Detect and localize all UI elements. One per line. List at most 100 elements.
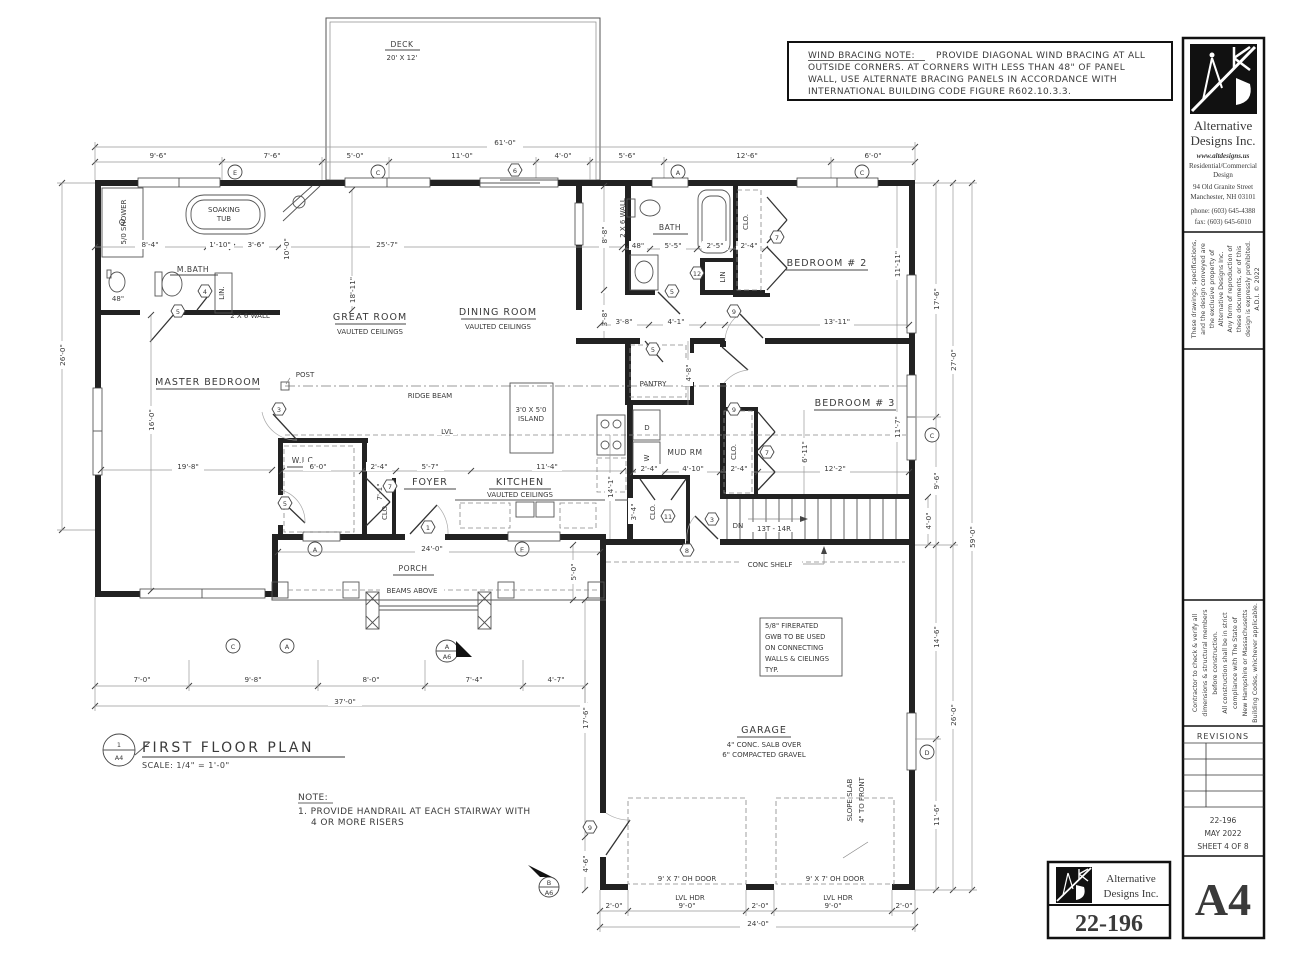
svg-text:LIN.: LIN. — [218, 286, 226, 299]
svg-text:PROVIDE DIAGONAL WIND BRACING: PROVIDE DIAGONAL WIND BRACING AT ALL — [936, 51, 1145, 61]
svg-text:Contractor to check & verify a: Contractor to check & verify all — [1192, 614, 1199, 713]
footer-logo — [1056, 867, 1092, 903]
svg-text:All construction shall be in s: All construction shall be in strict — [1222, 612, 1229, 714]
svg-text:11'-4": 11'-4" — [536, 462, 558, 471]
markers-top: E C 6 A C — [227, 163, 870, 180]
svg-text:2'-4": 2'-4" — [370, 462, 387, 471]
svg-text:18'-11": 18'-11" — [348, 277, 357, 303]
svg-text:2'-4": 2'-4" — [640, 464, 657, 473]
svg-text:4'-8": 4'-8" — [684, 364, 693, 381]
svg-text:9'-6": 9'-6" — [932, 472, 941, 489]
svg-text:4'-7": 4'-7" — [547, 675, 564, 684]
svg-text:4'-10": 4'-10" — [682, 464, 704, 473]
svg-text:DINING ROOM: DINING ROOM — [459, 307, 537, 318]
svg-text:6'-11": 6'-11" — [800, 441, 809, 463]
svg-text:12'-6": 12'-6" — [736, 151, 758, 160]
svg-text:17'-6": 17'-6" — [932, 288, 941, 310]
svg-text:3'-8": 3'-8" — [615, 317, 632, 326]
svg-text:M.BATH: M.BATH — [177, 265, 209, 274]
svg-text:9: 9 — [732, 406, 736, 414]
section-marker-a: A A6 — [435, 639, 472, 663]
svg-text:3'-6": 3'-6" — [247, 240, 264, 249]
svg-text:37'-0": 37'-0" — [334, 697, 356, 706]
svg-text:www.altdesigns.us: www.altdesigns.us — [1197, 152, 1250, 160]
svg-text:GREAT ROOM: GREAT ROOM — [333, 312, 407, 323]
svg-text:4'-0": 4'-0" — [924, 512, 933, 529]
dim-left: 26'-0" — [57, 179, 95, 534]
svg-text:4" CONC. SALB OVER: 4" CONC. SALB OVER — [727, 741, 802, 749]
dim-garage: 2'-0" 9'-0" 2'-0" 9'-0" 2'-0" 24'-0" — [596, 890, 919, 932]
svg-text:6: 6 — [513, 167, 517, 175]
svg-text:9'-8": 9'-8" — [244, 675, 261, 684]
svg-text:VAULTED CEILINGS: VAULTED CEILINGS — [465, 323, 532, 331]
revisions-label: REVISIONS — [1197, 732, 1249, 741]
svg-text:7'-0": 7'-0" — [133, 675, 150, 684]
svg-text:5/8" FIRERATED: 5/8" FIRERATED — [765, 622, 818, 630]
svg-text:dimensions & structural member: dimensions & structural members — [1202, 609, 1209, 716]
svg-text:A.D.I. © 2022: A.D.I. © 2022 — [1253, 267, 1261, 310]
svg-text:CLO.: CLO. — [730, 444, 738, 460]
dim-bottom: 7'-0" 9'-8" 8'-0" 7'-4" 4'-7" 37'-0" C A… — [91, 596, 590, 894]
deck-label: DECK — [391, 40, 414, 49]
great-dining: GREAT ROOM VAULTED CEILINGS DINING ROOM … — [280, 185, 909, 454]
svg-text:GARAGE: GARAGE — [741, 725, 787, 736]
svg-text:9' X 7' OH DOOR: 9' X 7' OH DOOR — [806, 875, 865, 883]
svg-text:W: W — [643, 454, 651, 461]
svg-text:1'-10": 1'-10" — [209, 240, 231, 249]
svg-text:A: A — [445, 643, 450, 651]
svg-text:5: 5 — [176, 308, 180, 316]
svg-text:Designs Inc.: Designs Inc. — [1104, 888, 1159, 900]
svg-text:BEDROOM # 2: BEDROOM # 2 — [787, 258, 868, 269]
markers-bottom: A E 24'-0" — [274, 541, 604, 557]
svg-text:C: C — [231, 643, 236, 651]
svg-text:5'-5": 5'-5" — [664, 241, 681, 250]
svg-text:2'-4": 2'-4" — [730, 464, 747, 473]
svg-text:CLO.: CLO. — [381, 504, 389, 520]
svg-text:11'-11": 11'-11" — [893, 251, 902, 277]
svg-text:6'-0": 6'-0" — [864, 151, 881, 160]
stairs: DN 13T - 14R 4'-0" — [726, 493, 933, 549]
svg-text:2'-4": 2'-4" — [740, 241, 757, 250]
svg-text:A: A — [313, 546, 318, 554]
svg-text:3'-4": 3'-4" — [629, 503, 638, 520]
svg-text:5: 5 — [283, 500, 287, 508]
svg-text:A4: A4 — [115, 754, 124, 762]
svg-text:SOAKING: SOAKING — [208, 206, 240, 214]
svg-text:Designs Inc.: Designs Inc. — [1191, 133, 1256, 148]
svg-text:Design: Design — [1213, 171, 1233, 179]
svg-text:13'-11": 13'-11" — [824, 317, 850, 326]
svg-text:11'-7": 11'-7" — [893, 416, 902, 438]
svg-text:B: B — [547, 879, 551, 887]
title-panel: Alternative Designs Inc. www.altdesigns.… — [1181, 36, 1266, 940]
svg-text:5'-0": 5'-0" — [569, 563, 578, 580]
svg-text:C: C — [376, 169, 381, 177]
svg-text:D: D — [924, 749, 929, 757]
svg-text:Manchester, NH 03101: Manchester, NH 03101 — [1190, 193, 1256, 201]
copyright-block: These drawings, specifications, and the … — [1191, 240, 1261, 339]
svg-text:13T - 14R: 13T - 14R — [757, 525, 791, 533]
svg-text:4'-0": 4'-0" — [554, 151, 571, 160]
svg-text:11'-0": 11'-0" — [451, 151, 473, 160]
svg-text:1. PROVIDE HANDRAIL AT EACH ST: 1. PROVIDE HANDRAIL AT EACH STAIRWAY WIT… — [298, 807, 531, 817]
svg-text:INTERNATIONAL BUILDING CODE FI: INTERNATIONAL BUILDING CODE FIGURE R602.… — [808, 87, 1071, 97]
windows — [92, 177, 917, 771]
svg-text:9'-6": 9'-6" — [149, 151, 166, 160]
svg-text:5: 5 — [670, 288, 674, 296]
svg-text:3: 3 — [710, 516, 714, 524]
svg-text:CLO.: CLO. — [649, 504, 657, 520]
svg-text:5/0 SHOWER: 5/0 SHOWER — [120, 199, 128, 244]
svg-text:ISLAND: ISLAND — [518, 415, 544, 423]
svg-text:MASTER BEDROOM: MASTER BEDROOM — [155, 377, 261, 388]
svg-text:C: C — [860, 169, 865, 177]
svg-text:11: 11 — [664, 513, 672, 521]
svg-text:TYP.: TYP. — [764, 666, 779, 674]
svg-text:8'-4": 8'-4" — [141, 240, 158, 249]
svg-text:RIDGE BEAM: RIDGE BEAM — [408, 392, 452, 400]
svg-text:7: 7 — [388, 483, 392, 491]
garage: CONC SHELF 5/8" FIRERATED GWB TO BE USED… — [605, 546, 905, 902]
svg-text:2'-0": 2'-0" — [751, 901, 768, 910]
svg-text:compliance with The State of: compliance with The State of — [1232, 616, 1239, 709]
svg-text:6" COMPACTED GRAVEL: 6" COMPACTED GRAVEL — [722, 751, 806, 759]
svg-text:C: C — [930, 432, 935, 440]
